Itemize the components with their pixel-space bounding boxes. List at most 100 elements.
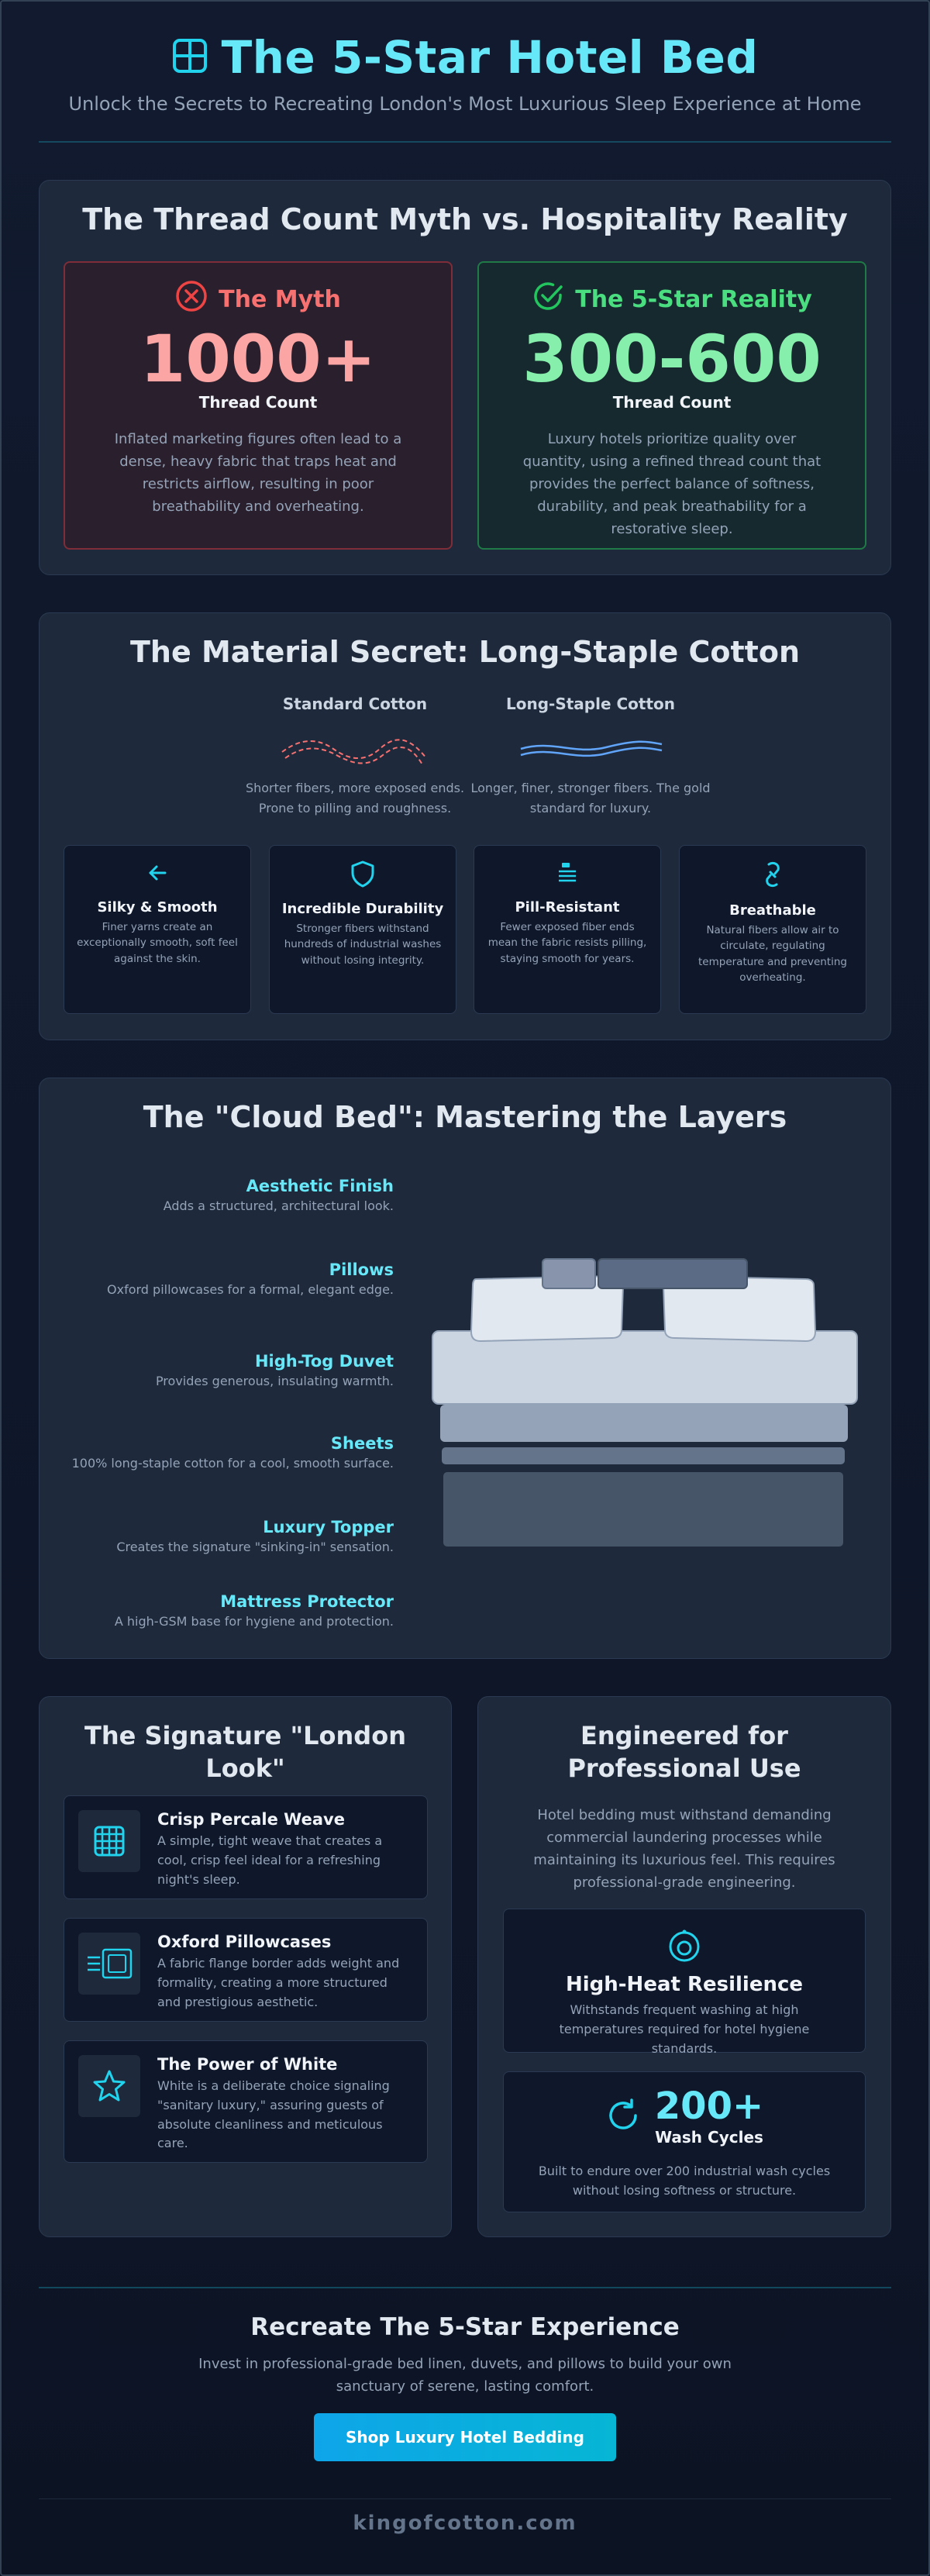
london-item-title: Crisp Percale Weave bbox=[157, 1810, 345, 1829]
london-item-text: A simple, tight weave that creates a coo… bbox=[157, 1833, 383, 1887]
feature-card-silky: Silky & Smooth Finer yarns create an exc… bbox=[64, 845, 251, 1014]
cushion-small bbox=[542, 1258, 596, 1289]
standard-cotton-text: Shorter fibers, more exposed ends. Prone… bbox=[245, 781, 465, 816]
london-item-text: A fabric flange border adds weight and f… bbox=[157, 1956, 400, 2009]
material-title: The Material Secret: Long-Staple Cotton bbox=[129, 635, 801, 669]
layer-name: Luxury Topper bbox=[263, 1518, 394, 1536]
link-icon bbox=[760, 861, 786, 892]
feature-title: Incredible Durability bbox=[281, 901, 444, 917]
page-header: The 5-Star Hotel Bed Unlock the Secrets … bbox=[39, 31, 891, 115]
layer-name: High-Tog Duvet bbox=[254, 1352, 394, 1371]
layer-name: Pillows bbox=[329, 1260, 394, 1279]
layer-aesthetic-finish: Aesthetic Finish Adds a structured, arch… bbox=[39, 1177, 394, 1213]
washing-machine-icon bbox=[667, 1929, 701, 1967]
check-circle-icon bbox=[532, 280, 564, 319]
layer-text: Oxford pillowcases for a formal, elegant… bbox=[107, 1282, 394, 1297]
grid-window-icon bbox=[172, 38, 208, 77]
professional-intro: Hotel bedding must withstand demanding c… bbox=[533, 1807, 835, 1891]
shop-bedding-button[interactable]: Shop Luxury Hotel Bedding bbox=[314, 2413, 616, 2461]
refresh-icon bbox=[605, 2098, 641, 2136]
london-item-title: Oxford Pillowcases bbox=[157, 1933, 332, 1951]
feature-title: Breathable bbox=[729, 902, 816, 919]
layer-name: Mattress Protector bbox=[220, 1592, 394, 1611]
smooth-fiber-icon bbox=[520, 740, 663, 757]
mattress-protector-layer bbox=[443, 1472, 843, 1547]
heat-resilience-card: High-Heat Resilience Withstands frequent… bbox=[503, 1909, 866, 2056]
grid-icon bbox=[78, 1810, 140, 1872]
layer-text: 100% long-staple cotton for a cool, smoo… bbox=[71, 1456, 394, 1471]
cushion-long bbox=[598, 1258, 748, 1289]
long-staple-text: Longer, finer, stronger fibers. The gold… bbox=[470, 781, 711, 816]
feature-card-pill-resistant: Pill-Resistant Fewer exposed fiber ends … bbox=[474, 845, 661, 1014]
shield-icon bbox=[350, 860, 376, 891]
myth-text: Inflated marketing figures often lead to… bbox=[114, 431, 402, 515]
feature-card-durability: Incredible Durability Stronger fibers wi… bbox=[269, 845, 456, 1014]
myth-value: 1000+ bbox=[140, 321, 377, 397]
layer-text: A high-GSM base for hygiene and protecti… bbox=[114, 1614, 394, 1629]
london-item-title: The Power of White bbox=[157, 2055, 338, 2074]
page-subtitle: Unlock the Secrets to Recreating London'… bbox=[68, 93, 862, 115]
layer-pillows: Pillows Oxford pillowcases for a formal,… bbox=[39, 1260, 394, 1297]
wash-cycles-value: 200+ bbox=[654, 2085, 764, 2128]
heat-resilience-title: High-Heat Resilience bbox=[565, 1973, 804, 1996]
london-item-white: The Power of White White is a deliberate… bbox=[64, 2040, 428, 2163]
wash-cycles-text: Built to endure over 200 industrial wash… bbox=[538, 2164, 831, 2198]
sheets-layer bbox=[440, 1405, 848, 1442]
myth-card: The Myth 1000+ Thread Count Inflated mar… bbox=[64, 261, 453, 550]
wash-cycles-label: Wash Cycles bbox=[655, 2128, 763, 2147]
layer-sheets: Sheets 100% long-staple cotton for a coo… bbox=[39, 1434, 394, 1471]
layers-title: The "Cloud Bed": Mastering the Layers bbox=[143, 1100, 787, 1134]
header-divider bbox=[39, 141, 891, 143]
layers-icon bbox=[554, 863, 580, 889]
standard-cotton: Standard Cotton Shorter fibers, more exp… bbox=[227, 695, 483, 818]
professional-title: Engineered for Professional Use bbox=[567, 1721, 801, 1783]
thread-count-title: The Thread Count Myth vs. Hospitality Re… bbox=[82, 202, 848, 236]
reality-label: Thread Count bbox=[612, 393, 732, 412]
duvet-layer bbox=[432, 1330, 858, 1405]
feature-title: Silky & Smooth bbox=[97, 899, 218, 916]
arrow-left-icon bbox=[144, 865, 170, 889]
layer-duvet: High-Tog Duvet Provides generous, insula… bbox=[39, 1352, 394, 1388]
pillowcase-icon bbox=[78, 1933, 140, 1995]
frayed-fiber-icon bbox=[281, 739, 427, 767]
star-icon bbox=[78, 2055, 140, 2117]
cta-divider bbox=[39, 2287, 891, 2288]
myth-heading: The Myth bbox=[219, 285, 341, 313]
page-title: The 5-Star Hotel Bed bbox=[221, 31, 759, 84]
feature-card-breathable: Breathable Natural fibers allow air to c… bbox=[679, 845, 866, 1014]
london-item-text: White is a deliberate choice signaling "… bbox=[157, 2078, 390, 2151]
layer-name: Sheets bbox=[330, 1434, 394, 1453]
reality-text: Luxury hotels prioritize quality over qu… bbox=[522, 431, 822, 537]
myth-label: Thread Count bbox=[198, 393, 318, 412]
layer-text: Creates the signature "sinking-in" sensa… bbox=[116, 1540, 394, 1554]
london-look-title: The Signature "London Look" bbox=[84, 1721, 406, 1783]
bed-layers-illustration bbox=[432, 1258, 858, 1547]
london-item-percale: Crisp Percale Weave A simple, tight weav… bbox=[64, 1795, 428, 1899]
layer-name: Aesthetic Finish bbox=[246, 1177, 394, 1195]
reality-heading: The 5-Star Reality bbox=[575, 285, 812, 313]
layer-mattress-protector: Mattress Protector A high-GSM base for h… bbox=[39, 1592, 394, 1629]
reality-card: The 5-Star Reality 300-600 Thread Count … bbox=[477, 261, 866, 550]
feature-text: Stronger fibers withstand hundreds of in… bbox=[284, 922, 442, 967]
layer-text: Provides generous, insulating warmth. bbox=[155, 1374, 394, 1388]
cta-text: Invest in professional-grade bed linen, … bbox=[198, 2356, 732, 2395]
footer-brand: kingofcotton.com bbox=[353, 2512, 577, 2535]
london-item-oxford: Oxford Pillowcases A fabric flange borde… bbox=[64, 1918, 428, 2022]
heat-resilience-text: Withstands frequent washing at high temp… bbox=[559, 2002, 810, 2056]
footer-divider bbox=[39, 2498, 891, 2499]
standard-cotton-heading: Standard Cotton bbox=[282, 695, 428, 713]
layer-text: Adds a structured, architectural look. bbox=[163, 1198, 394, 1213]
feature-text: Natural fibers allow air to circulate, r… bbox=[698, 924, 847, 984]
reality-value: 300-600 bbox=[522, 321, 822, 397]
feature-text: Fewer exposed fiber ends mean the fabric… bbox=[487, 921, 647, 965]
long-staple-heading: Long-Staple Cotton bbox=[505, 695, 676, 713]
cta-title: Recreate The 5-Star Experience bbox=[250, 2313, 680, 2341]
topper-layer bbox=[442, 1447, 845, 1464]
wash-cycles-card: 200+ Wash Cycles Built to endure over 20… bbox=[503, 2071, 866, 2212]
feature-text: Finer yarns create an exceptionally smoo… bbox=[77, 921, 238, 965]
x-circle-icon bbox=[175, 280, 208, 319]
long-staple-cotton: Long-Staple Cotton Longer, finer, strong… bbox=[463, 695, 718, 818]
feature-title: Pill-Resistant bbox=[515, 899, 620, 916]
layer-topper: Luxury Topper Creates the signature "sin… bbox=[39, 1518, 394, 1554]
